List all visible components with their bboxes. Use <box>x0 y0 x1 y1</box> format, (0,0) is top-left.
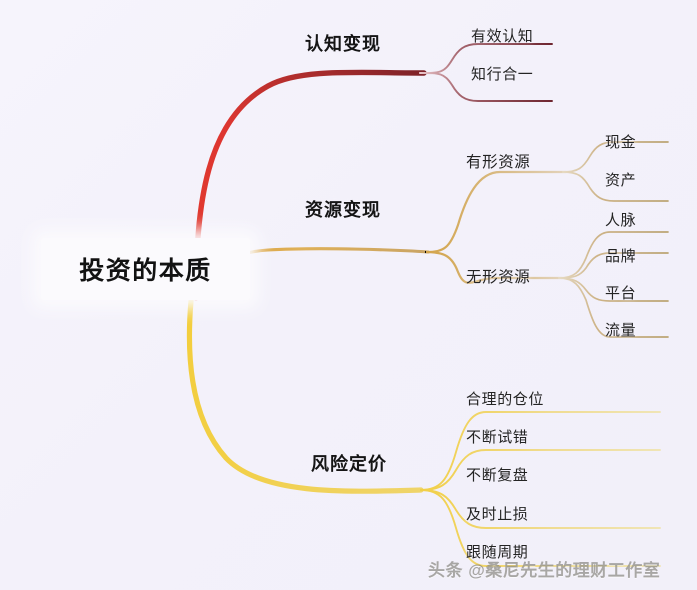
branch-label-risk-text: 风险定价 <box>311 454 387 474</box>
leaf-platform-text: 平台 <box>605 285 637 302</box>
branch-label-resource[interactable]: 资源变现 <box>305 196 381 222</box>
wire-risk-to-position <box>420 411 661 491</box>
leaf-reasonable-position[interactable]: 合理的仓位 <box>466 388 544 409</box>
node-tangible-resources[interactable]: 有形资源 <box>466 150 530 172</box>
branch-label-resource-text: 资源变现 <box>305 200 381 220</box>
leaf-follow-cycle-text: 跟随周期 <box>466 544 529 561</box>
wire-resource-to-tangible <box>424 170 568 254</box>
leaf-platform[interactable]: 平台 <box>605 282 636 303</box>
leaf-effective-cognition-text: 有效认知 <box>471 28 534 45</box>
wire-risk-to-cycle <box>420 489 661 567</box>
leaf-brand-text: 品牌 <box>605 248 637 265</box>
leaf-network[interactable]: 人脉 <box>605 209 636 230</box>
leaf-timely-stop-loss-text: 及时止损 <box>466 506 529 523</box>
leaf-assets-text: 资产 <box>605 172 637 189</box>
node-intangible-resources-text: 无形资源 <box>466 269 531 286</box>
root-node-label: 投资的本质 <box>79 257 212 285</box>
leaf-continuous-trial[interactable]: 不断试错 <box>466 426 528 447</box>
leaf-network-text: 人脉 <box>605 212 637 229</box>
leaf-timely-stop-loss[interactable]: 及时止损 <box>466 503 528 524</box>
node-intangible-resources[interactable]: 无形资源 <box>466 265 530 287</box>
wire-risk-to-trial <box>420 449 661 491</box>
leaf-cash-text: 现金 <box>605 134 637 151</box>
watermark: 头条 @桑尼先生的理财工作室 <box>428 556 660 581</box>
leaf-brand[interactable]: 品牌 <box>605 245 636 266</box>
leaf-knowledge-action-unity-text: 知行合一 <box>471 66 534 83</box>
leaf-continuous-trial-text: 不断试错 <box>466 429 529 446</box>
leaf-cash[interactable]: 现金 <box>605 131 636 152</box>
leaf-follow-cycle[interactable]: 跟随周期 <box>466 541 528 562</box>
leaf-assets[interactable]: 资产 <box>605 169 636 190</box>
branch-label-cognition[interactable]: 认知变现 <box>305 30 381 56</box>
leaf-continuous-review[interactable]: 不断复盘 <box>466 464 528 485</box>
root-node[interactable]: 投资的本质 <box>41 238 250 300</box>
wire-risk-to-stoploss <box>420 489 661 529</box>
leaf-effective-cognition[interactable]: 有效认知 <box>471 25 533 46</box>
leaf-traffic[interactable]: 流量 <box>605 319 636 340</box>
node-tangible-resources-text: 有形资源 <box>466 154 531 171</box>
watermark-text: 头条 @桑尼先生的理财工作室 <box>428 561 661 580</box>
branch-label-risk[interactable]: 风险定价 <box>311 450 387 476</box>
leaf-knowledge-action-unity[interactable]: 知行合一 <box>471 63 533 84</box>
leaf-reasonable-position-text: 合理的仓位 <box>466 391 545 408</box>
leaf-traffic-text: 流量 <box>605 322 637 339</box>
leaf-continuous-review-text: 不断复盘 <box>466 467 529 484</box>
branch-label-cognition-text: 认知变现 <box>305 34 381 54</box>
